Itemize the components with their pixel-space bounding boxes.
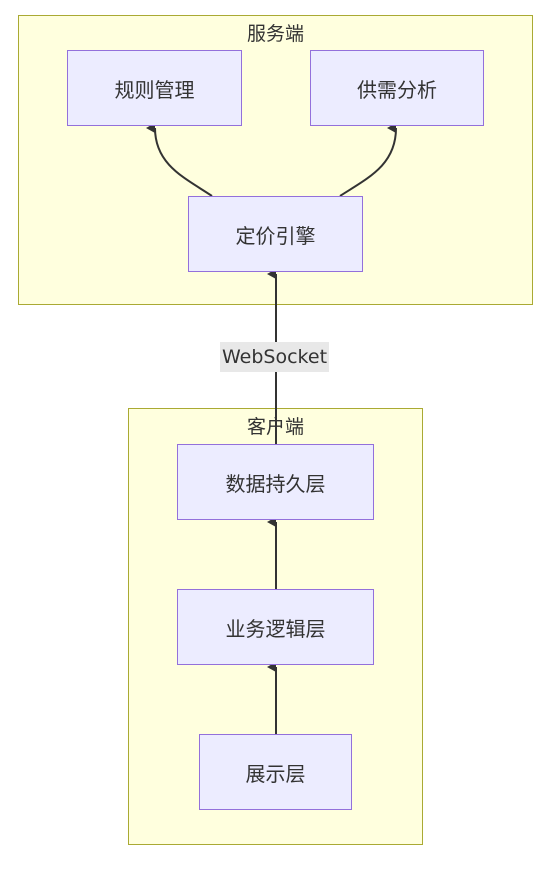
edge-engine-to-rules bbox=[146, 123, 213, 197]
pricing-engine-node[interactable]: 定价引擎 bbox=[188, 196, 363, 272]
presentation-layer-node[interactable]: 展示层 bbox=[199, 734, 352, 810]
rules-management-node[interactable]: 规则管理 bbox=[67, 50, 242, 126]
supply-demand-analysis-node[interactable]: 供需分析 bbox=[310, 50, 484, 126]
data-persistence-layer-node[interactable]: 数据持久层 bbox=[177, 444, 374, 520]
business-logic-layer-node[interactable]: 业务逻辑层 bbox=[177, 589, 374, 665]
edge-engine-to-supply-demand bbox=[339, 123, 397, 197]
websocket-edge-label: WebSocket bbox=[220, 342, 330, 372]
server-cluster-title: 服务端 bbox=[246, 23, 304, 45]
